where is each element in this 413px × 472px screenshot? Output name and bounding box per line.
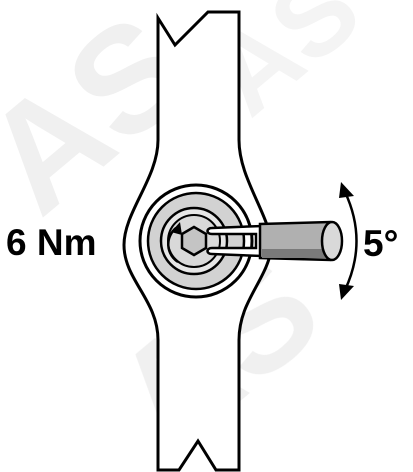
- hex-bolt-icon: [180, 225, 208, 257]
- curved-double-arrow-icon: [339, 182, 358, 300]
- angle-arrow-head-bottom: [339, 284, 354, 300]
- rotation-arrow-head: [171, 222, 182, 235]
- angle-label: 5°: [363, 223, 399, 264]
- rotation-arrow-icon: [167, 222, 182, 264]
- wrench-end-cap: [320, 220, 344, 262]
- torque-label: 6 Nm: [6, 222, 97, 263]
- angle-arrow-head-top: [339, 182, 354, 198]
- wrench-fork: [206, 224, 264, 258]
- wrench-shaft-shadow: [262, 249, 328, 258]
- angle-arc: [343, 191, 358, 291]
